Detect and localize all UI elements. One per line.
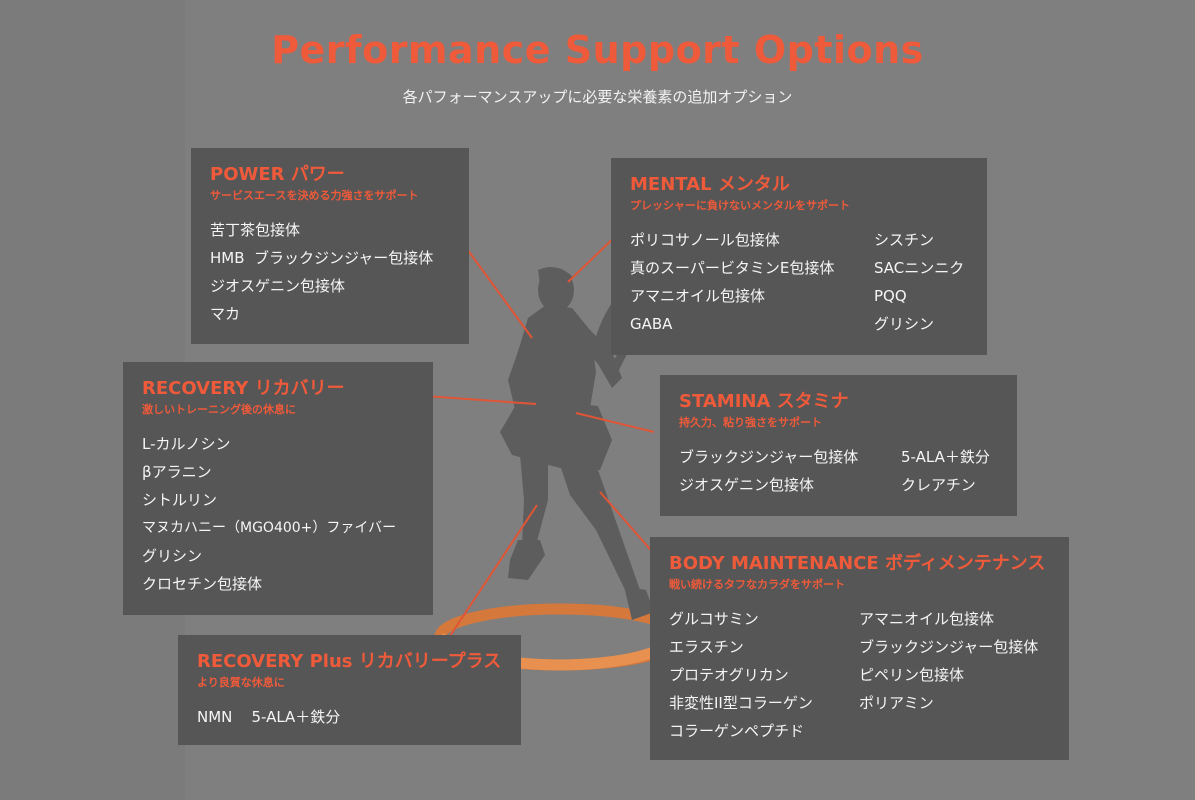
power-item: ジオスゲニン包接体 [210,277,346,295]
stamina-item: クレアチン [901,476,976,494]
mental-subheading: プレッシャーに負けないメンタルをサポート [630,199,850,212]
recovery-item: クロセチン包接体 [142,575,263,593]
recovery-item: βアラニン [142,463,212,481]
page-subtitle: 各パフォーマンスアップに必要な栄養素の追加オプション [402,88,793,106]
power-subheading: サービスエースを決める力強さをサポート [210,189,419,202]
mental-item: ポリコサノール包接体 [630,231,780,249]
body-maintenance-card: BODY MAINTENANCE ボディメンテナンス 戦い続けるタフなカラダをサ… [650,537,1069,760]
mental-item: シスチン [874,231,935,249]
mental-item: PQQ [874,287,907,305]
body-maintenance-item: グルコサミン [669,610,759,628]
stamina-heading: STAMINA スタミナ [679,391,849,412]
recovery-plus-card: RECOVERY Plus リカバリープラス より良質な休息に NMN 5-AL… [178,635,521,745]
body-maintenance-heading: BODY MAINTENANCE ボディメンテナンス [669,553,1046,574]
recovery-item: L-カルノシン [142,435,231,453]
mental-heading: MENTAL メンタル [630,174,790,195]
stamina-subheading: 持久力、粘り強さをサポート [679,416,822,429]
recovery-item: マヌカハニー（MGO400+）ファイバー [142,520,397,536]
player-silhouette [500,267,654,620]
recovery-heading: RECOVERY リカバリー [142,378,345,399]
body-maintenance-item: エラスチン [669,638,744,656]
recovery-plus-item: NMN 5-ALA＋鉄分 [197,708,341,726]
stamina-item: 5-ALA＋鉄分 [901,448,990,466]
recovery-card: RECOVERY リカバリー 激しいトレーニング後の休息に L-カルノシン βア… [123,362,433,615]
mental-item: SACニンニク [874,259,965,277]
recovery-plus-heading: RECOVERY Plus リカバリープラス [197,651,502,672]
page-title: Performance Support Options [271,28,924,72]
body-maintenance-item: アマニオイル包接体 [859,610,995,628]
recovery-plus-subheading: より良質な休息に [197,676,285,689]
stamina-item: ジオスゲニン包接体 [679,476,815,494]
power-item: 苦丁茶包接体 [210,221,301,239]
recovery-item: グリシン [142,547,203,565]
mental-item: アマニオイル包接体 [630,287,766,305]
stamina-item: ブラックジンジャー包接体 [679,448,859,466]
mental-card: MENTAL メンタル プレッシャーに負けないメンタルをサポート ポリコサノール… [611,158,987,355]
body-maintenance-item: 非変性II型コラーゲン [669,694,813,712]
mental-item: GABA [630,315,673,333]
power-heading: POWER パワー [210,164,345,185]
body-maintenance-item: ポリアミン [859,694,934,712]
body-maintenance-item: コラーゲンペプチド [669,722,805,740]
power-item: HMB ブラックジンジャー包接体 [210,249,434,267]
mental-item: グリシン [874,315,935,333]
recovery-item: シトルリン [142,491,218,509]
body-maintenance-item: プロテオグリカン [669,666,789,684]
mental-item: 真のスーパービタミンE包接体 [630,259,835,277]
recovery-subheading: 激しいトレーニング後の休息に [142,403,296,416]
stamina-card: STAMINA スタミナ 持久力、粘り強さをサポート ブラックジンジャー包接体 … [660,375,1017,516]
power-item: マカ [210,305,241,323]
body-maintenance-subheading: 戦い続けるタフなカラダをサポート [669,578,845,591]
body-maintenance-item: ピペリン包接体 [859,666,965,684]
power-card: POWER パワー サービスエースを決める力強さをサポート 苦丁茶包接体 HMB… [191,148,469,344]
body-maintenance-item: ブラックジンジャー包接体 [859,638,1039,656]
